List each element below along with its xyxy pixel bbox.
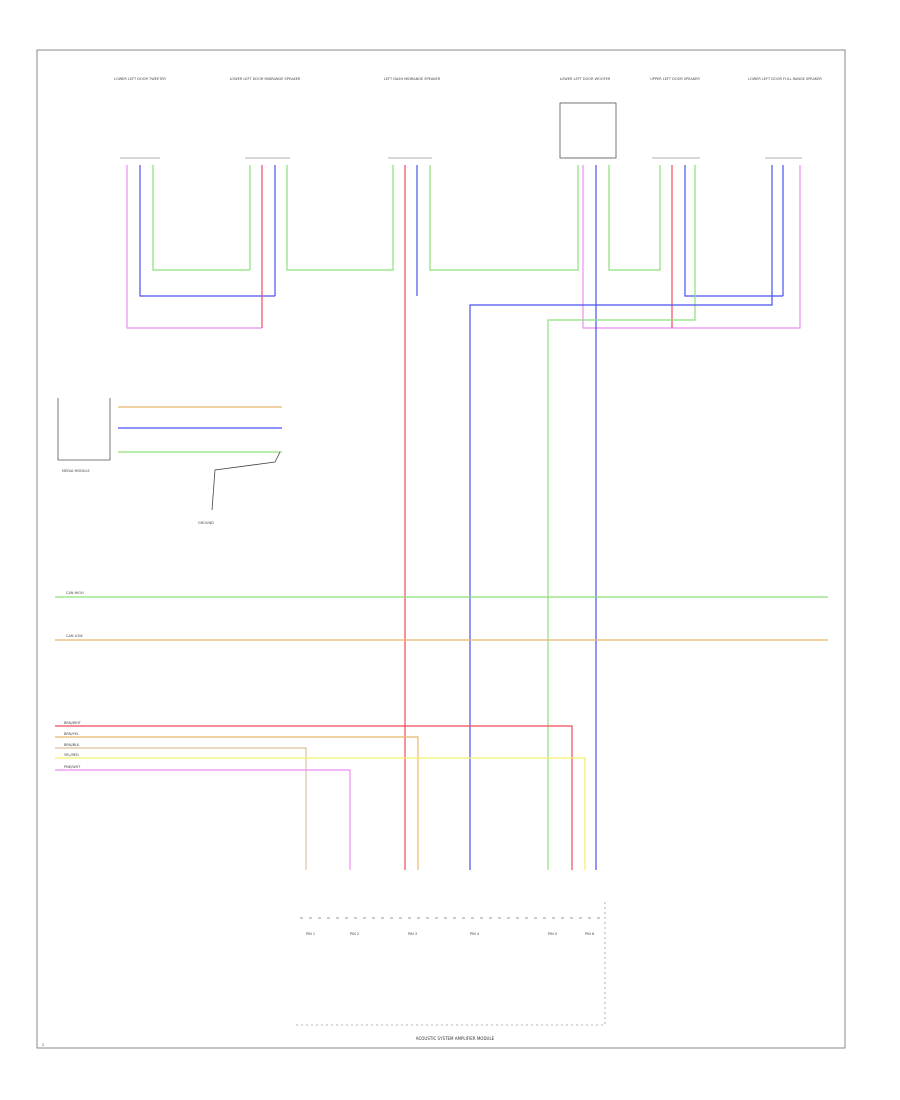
wire-pink-1 [126,165,262,329]
signal-label-1: BRN/WHT [64,721,82,725]
component-label-6: LOWER LEFT DOOR FULL RANGE SPEAKER [748,77,822,81]
wire-signal-5 [55,769,351,870]
pin-label-5: PIN 5 [548,932,557,936]
wire-green-5 [547,165,696,870]
pin-label-1: PIN 1 [306,932,315,936]
wire-green-3 [429,165,579,271]
signal-label-2: BRN/YEL [64,732,79,736]
wire-signal-3 [55,747,307,870]
wire-blue-6 [469,165,773,870]
signal-label-3: BRN/BLK [64,743,80,747]
wire-signal-2 [55,736,419,870]
amplifier-module-label: ACOUSTIC SYSTEM AMPLIFIER MODULE [416,1036,495,1041]
wire-green-4 [608,165,661,271]
wire-signal-1 [55,725,573,870]
component-label-4: LOWER LEFT DOOR WOOFER [560,77,611,81]
diagram-border [36,49,846,1049]
wire-pink-4 [582,165,801,329]
bus-label-can-high: CAN HIGH [66,591,84,595]
bus-label-can-low: CAN LOW [66,634,83,638]
amplifier-module-bracket [296,900,606,1026]
media-module-label: MEDIA MODULE [62,469,90,473]
wire-green-2b [286,165,394,271]
component-label-2: LOWER LEFT DOOR MIDRANGE SPEAKER [230,77,301,81]
woofer-connector-box [559,102,617,159]
signal-label-4: YEL/RED [64,753,79,757]
ground-label: GROUND [198,521,214,525]
wires [55,165,828,870]
pin-label-4: PIN 4 [470,932,480,936]
component-labels: LOWER LEFT DOOR TWEETER LOWER LEFT DOOR … [114,77,822,81]
wire-blue-5 [684,165,783,297]
component-label-5: UPPER LEFT DOOR SPEAKER [650,77,700,81]
page-id: 2 [42,1043,44,1047]
wire-signal-4 [55,757,586,870]
wire-blue-1 [139,165,275,297]
wire-green-1 [152,165,250,271]
wire-ground [211,451,281,511]
pin-label-3: PIN 3 [408,932,417,936]
signal-label-5: PNK/WHT [64,765,81,769]
pin-label-6: PIN 6 [585,932,594,936]
pin-label-2: PIN 2 [350,932,359,936]
media-module-box [57,398,111,461]
component-label-3: LEFT DASH MIDRANGE SPEAKER [384,77,441,81]
component-label-1: LOWER LEFT DOOR TWEETER [114,77,166,81]
